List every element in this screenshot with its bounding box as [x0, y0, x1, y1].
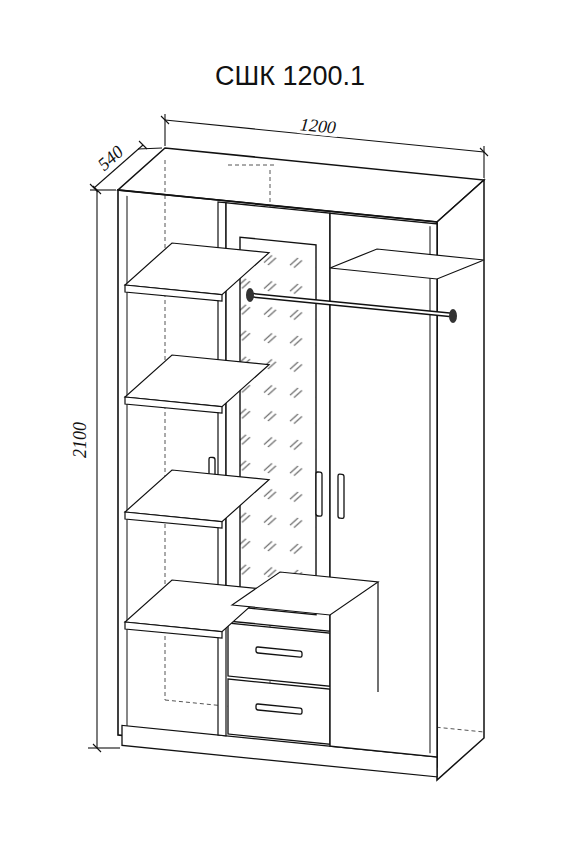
- shelf: [330, 249, 484, 279]
- shelf-edge: [125, 512, 222, 528]
- dimension-label: 2100: [71, 420, 89, 460]
- shelf-edge: [125, 397, 222, 413]
- hanging-rod: [246, 288, 457, 323]
- shelf-edge: [125, 285, 222, 301]
- dimension-lines: [88, 114, 488, 752]
- diagram-title: СШК 1200.1: [215, 63, 365, 90]
- shelf-edge: [125, 622, 222, 638]
- drawer-top: [232, 572, 378, 615]
- shelves: [125, 243, 484, 638]
- front-face: [118, 190, 437, 777]
- dimension-label: 1200: [297, 115, 339, 137]
- dimension-label: 540: [92, 141, 127, 175]
